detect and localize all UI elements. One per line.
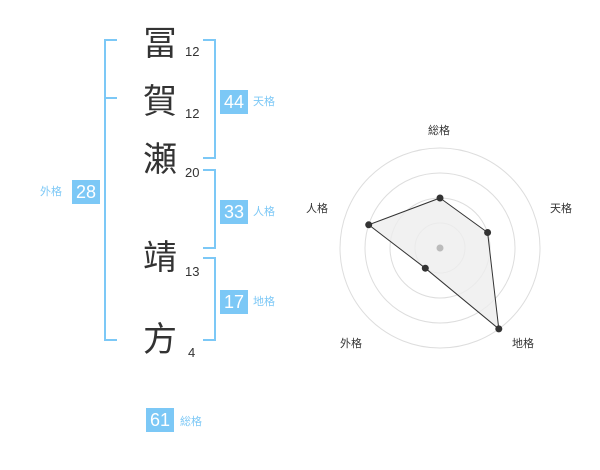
name-char-3: 瀬 [143,140,177,180]
jinkaku-bracket [203,169,216,249]
soukaku-label: 総格 [180,415,202,428]
radar-ring-3 [364,172,516,324]
stroke-count-5: 4 [188,345,196,360]
tenkaku-bracket [203,39,216,159]
soukaku-value: 61 [146,408,174,432]
stroke-count-3: 20 [185,165,200,180]
chikaku-label: 地格 [253,295,275,308]
radar-axis-label-jinkaku: 人格 [306,202,328,215]
name-char-4: 靖 [143,238,177,278]
radar-point-gaikaku [421,264,429,272]
name-char-1: 冨 [143,24,177,64]
gaikaku-bracket [104,39,117,341]
radar-axis-label-soukaku: 総格 [428,124,450,137]
tenkaku-value: 44 [220,90,248,114]
radar-polygon [367,197,500,331]
radar-ring-4 [339,147,541,349]
jinkaku-label: 人格 [253,205,275,218]
radar-axis-label-gaikaku: 外格 [340,337,362,350]
radar-point-soukaku [436,194,444,202]
radar-axis-label-chikaku: 地格 [512,337,534,350]
radar-center-dot [436,244,444,252]
stroke-count-1: 12 [185,44,200,59]
name-char-2: 賀 [143,82,177,122]
tenkaku-label: 天格 [253,95,275,108]
name-char-5: 方 [143,320,177,360]
stroke-count-4: 13 [185,264,200,279]
radar-point-chikaku [495,325,503,333]
radar-axis-label-tenkaku: 天格 [550,202,572,215]
gaikaku-value: 28 [72,180,100,204]
chikaku-bracket [203,257,216,341]
jinkaku-value: 33 [220,200,248,224]
gaikaku-label: 外格 [40,185,62,198]
chikaku-value: 17 [220,290,248,314]
radar-point-jinkaku [365,221,373,229]
stroke-count-2: 12 [185,106,200,121]
radar-point-tenkaku [484,229,492,236]
